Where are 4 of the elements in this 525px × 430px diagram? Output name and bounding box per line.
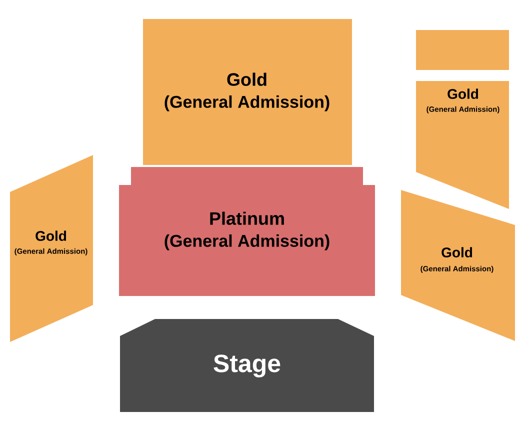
seating-section — [416, 30, 509, 70]
seating-section: Platinum (General Admission) — [119, 167, 375, 296]
stage-area: Stage — [120, 318, 374, 412]
seating-section: Gold (General Admission) — [143, 19, 352, 165]
